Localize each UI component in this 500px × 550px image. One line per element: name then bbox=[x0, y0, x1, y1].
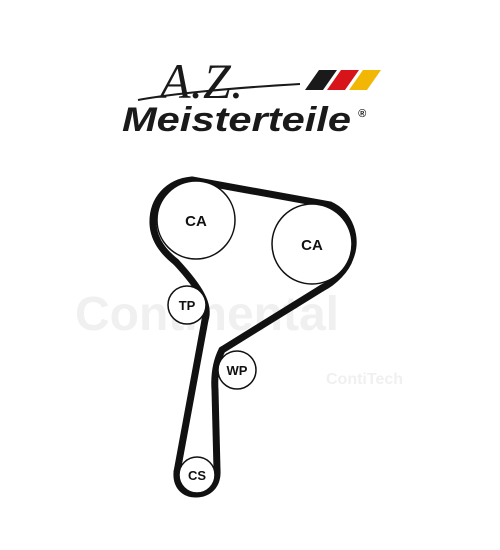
belt-cs-wrap bbox=[173, 466, 221, 498]
pulley-cs-label: CS bbox=[188, 468, 206, 483]
pulley-tp-circle bbox=[167, 285, 207, 325]
pulley-tp-label: TP bbox=[179, 298, 196, 313]
pulley-wp: WP bbox=[217, 350, 257, 390]
belt-top-span bbox=[188, 176, 334, 209]
az-meisterteile-logo: A.Z. Meisterteile ® bbox=[122, 53, 381, 139]
watermark-sub: ContiTech bbox=[326, 371, 403, 388]
pulley-ca-right: CA bbox=[271, 203, 353, 285]
pulley-wp-circle bbox=[217, 350, 257, 390]
pulley-wp-label: WP bbox=[227, 363, 248, 378]
logo-swoosh bbox=[137, 83, 301, 101]
pulley-tp: TP bbox=[167, 285, 207, 325]
flag-stripe-red bbox=[327, 70, 359, 90]
belt-cs-to-tp bbox=[173, 316, 209, 476]
belt-wp-to-cs bbox=[211, 346, 226, 474]
belt-ca1-wrap bbox=[149, 176, 196, 266]
pulley-ca-right-label: CA bbox=[301, 237, 323, 254]
flag-stripe-black bbox=[305, 70, 337, 90]
pulley-ca-left-label: CA bbox=[185, 213, 207, 230]
logo-registered-mark: ® bbox=[358, 108, 367, 120]
pulley-cs: CS bbox=[178, 456, 216, 494]
flag-stripe-gold bbox=[349, 70, 381, 90]
logo-flag-stripes bbox=[305, 70, 381, 90]
pulley-ca-left: CA bbox=[156, 180, 236, 260]
pulley-cs-circle bbox=[178, 456, 216, 494]
pulley-ca-right-circle bbox=[271, 203, 353, 285]
logo-script-text: A.Z. bbox=[157, 53, 243, 109]
logo-brand-text: Meisterteile bbox=[122, 101, 351, 139]
pulley-ca-left-circle bbox=[156, 180, 236, 260]
belt-ca2-to-wp bbox=[218, 284, 326, 354]
